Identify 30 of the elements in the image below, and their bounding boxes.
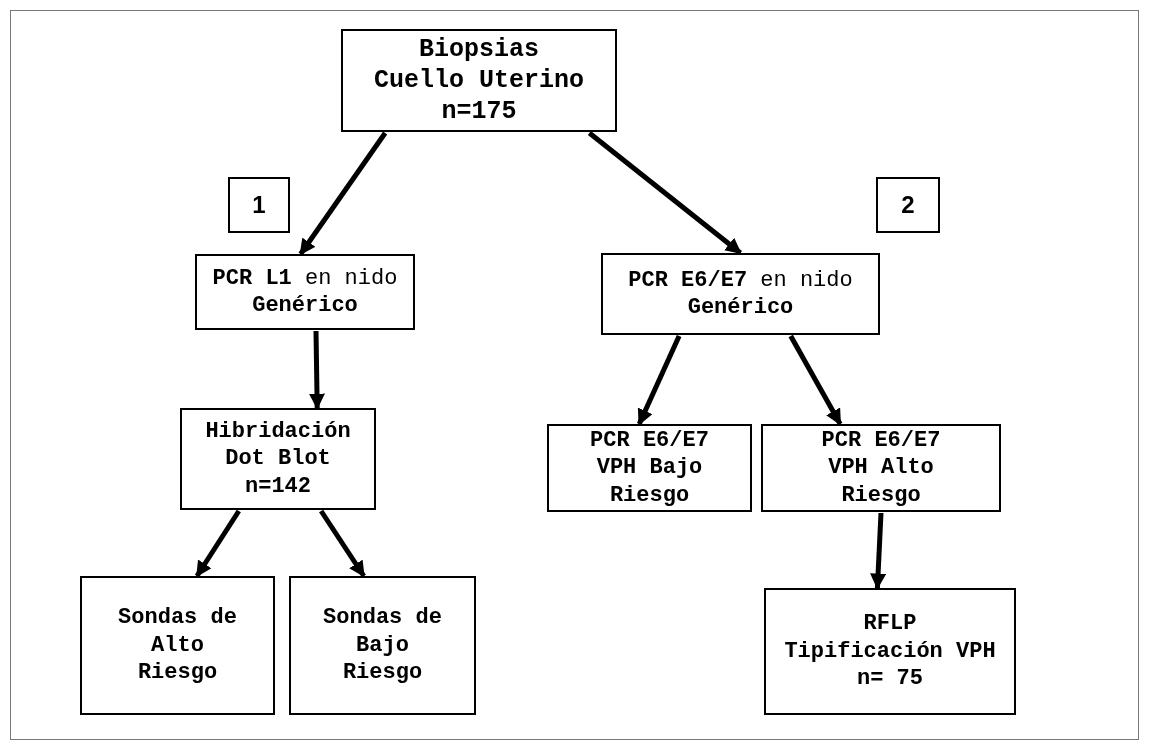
step-number-box [876,177,940,233]
process-box [289,576,476,715]
arrow [788,334,843,426]
process-box [195,254,415,330]
box-label: PCR E6/E7 VPH Bajo Riesgo [589,426,710,510]
process-box [761,424,1001,512]
step-number-box [228,177,290,233]
box-label: Sondas de Bajo Riesgo [322,604,443,687]
box-label: PCR L1 en nido Genérico [211,264,399,320]
box-label: PCR E6/E7 VPH Alto Riesgo [820,426,942,510]
step-number: 2 [901,190,915,220]
box-label: PCR E6/E7 en nido Genérico [627,266,854,322]
arrow [319,509,366,578]
box-label: n=142 [245,472,311,501]
process-box [80,576,275,715]
process-box [764,588,1016,715]
box-label: n= 75 [857,665,923,693]
arrow [636,334,682,426]
step-number: 1 [252,190,266,220]
arrow [194,509,241,578]
arrow [870,512,887,590]
box-label: Sondas de Alto Riesgo [117,604,238,687]
process-box [601,253,880,335]
process-box [180,408,376,510]
arrow [298,131,388,256]
process-box [341,29,617,132]
arrow [587,131,743,255]
process-box [547,424,752,512]
arrow [309,330,325,410]
box-label: n=175 [441,96,517,128]
